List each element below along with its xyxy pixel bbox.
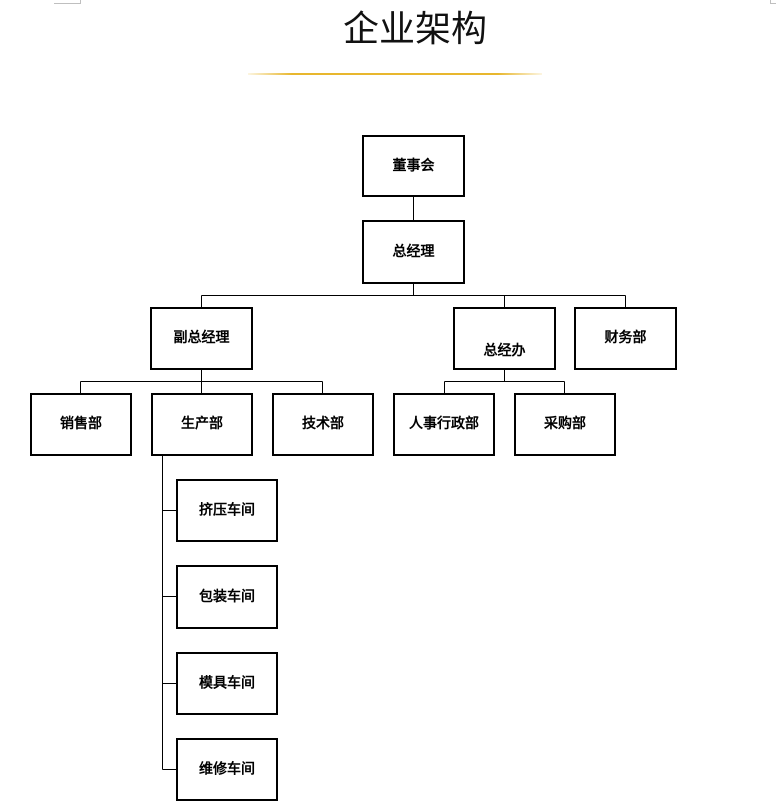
node-deputy-gm-label: 副总经理 <box>174 329 230 346</box>
node-board-label: 董事会 <box>393 157 436 174</box>
node-technology-label: 技术部 <box>302 415 344 432</box>
node-workshop-mold: 模具车间 <box>176 652 278 715</box>
node-workshop-packaging: 包装车间 <box>176 565 278 629</box>
node-purchasing: 采购部 <box>514 393 616 456</box>
node-purchasing-label: 采购部 <box>543 415 586 432</box>
node-technology: 技术部 <box>272 393 374 456</box>
page-corner-mark-left <box>54 0 81 4</box>
node-gm-office-label: 总经办 <box>484 342 526 359</box>
node-general-manager-label: 总经理 <box>393 243 435 260</box>
node-finance-label: 财务部 <box>604 329 647 346</box>
node-production-label: 生产部 <box>181 415 223 432</box>
node-production: 生产部 <box>151 393 253 456</box>
node-workshop-maintenance-label: 维修车间 <box>199 761 255 778</box>
node-deputy-gm: 副总经理 <box>150 307 253 370</box>
page-corner-mark-right <box>770 0 776 4</box>
connector-lines <box>80 196 626 770</box>
node-hr-admin: 人事行政部 <box>393 393 495 456</box>
node-sales: 销售部 <box>30 393 132 456</box>
title-underline <box>248 73 542 75</box>
node-sales-label: 销售部 <box>60 415 102 432</box>
node-workshop-maintenance: 维修车间 <box>176 738 278 801</box>
node-workshop-packaging-label: 包装车间 <box>199 588 255 605</box>
node-workshop-extrusion: 挤压车间 <box>176 479 278 542</box>
node-workshop-extrusion-label: 挤压车间 <box>199 502 255 519</box>
node-hr-admin-label: 人事行政部 <box>409 415 479 432</box>
page-title: 企业架构 <box>342 9 487 50</box>
node-finance: 财务部 <box>574 307 677 370</box>
node-board: 董事会 <box>362 135 465 197</box>
node-gm-office: 总经办 <box>453 307 556 370</box>
node-general-manager: 总经理 <box>362 220 465 284</box>
node-workshop-mold-label: 模具车间 <box>199 675 255 692</box>
